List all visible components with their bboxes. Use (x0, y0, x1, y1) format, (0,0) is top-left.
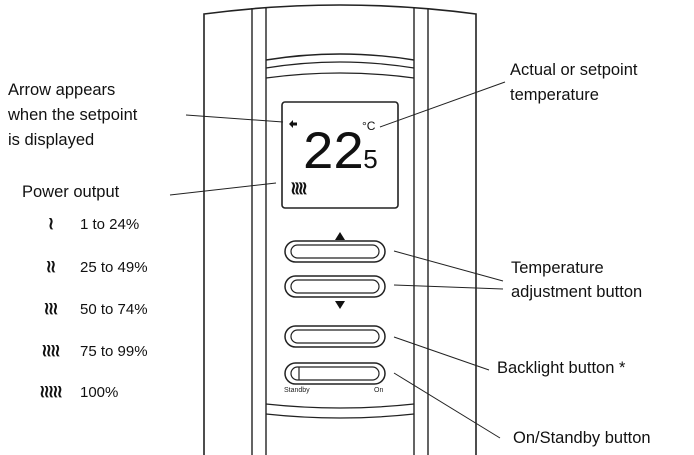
setpoint-arrow-icon (289, 120, 297, 128)
leader-adjust-down (393, 284, 504, 290)
legend-range: 1 to 24% (80, 216, 140, 233)
callout-arrow-line2: when the setpoint (8, 106, 138, 124)
legend-range: 50 to 74% (80, 301, 148, 318)
leader-backlight (393, 336, 490, 371)
lcd-temperature-main: 22 (302, 124, 363, 185)
temperature-up-button[interactable] (284, 240, 386, 263)
power-level-icon: ≀≀≀ (43, 299, 58, 318)
legend-range: 100% (80, 384, 119, 401)
callout-backlight: Backlight button * (497, 359, 626, 377)
leader-onstandby (393, 372, 501, 439)
legend-range: 25 to 49% (80, 259, 148, 276)
callout-adjust-line2: adjustment button (511, 283, 643, 301)
legend-row-2: ≀≀ 25 to 49% (30, 256, 148, 278)
power-level-icon: ≀≀≀≀≀ (39, 382, 63, 401)
leader-adjust-up (393, 250, 504, 282)
thermostat-housing (203, 4, 477, 455)
temperature-down-button[interactable] (284, 275, 386, 298)
power-level-icon: ≀≀ (45, 257, 57, 276)
legend-row-4: ≀≀≀≀ 75 to 99% (30, 340, 148, 362)
power-level-icon: ≀≀≀≀ (41, 341, 61, 360)
up-arrow-icon (335, 232, 345, 240)
power-level-icon: ≀ (47, 214, 54, 233)
lcd-temperature-decimal: .5 (356, 144, 378, 174)
lcd-unit: °C (362, 119, 376, 133)
callout-adjust-line1: Temperature (511, 259, 604, 277)
legend-row-3: ≀≀≀ 50 to 74% (30, 298, 148, 320)
switch-on-label: On (374, 387, 383, 394)
leader-arrow (185, 114, 284, 123)
leader-temperature (379, 81, 506, 128)
on-standby-switch[interactable] (284, 362, 386, 385)
callout-arrow-line3: is displayed (8, 131, 95, 149)
legend-row-1: ≀ 1 to 24% (30, 213, 139, 235)
callout-arrow-line1: Arrow appears (8, 81, 116, 99)
legend-row-5: ≀≀≀≀≀ 100% (30, 381, 118, 403)
switch-standby-label: Standby (284, 387, 310, 394)
lcd-power-indicator: ≀≀≀≀ (290, 178, 307, 198)
callout-power-output: Power output (22, 183, 120, 201)
callout-temp-line2: temperature (510, 86, 599, 104)
down-arrow-icon (335, 301, 345, 309)
leader-power (169, 182, 277, 196)
callout-onstandby: On/Standby button (513, 429, 651, 447)
lcd-screen (281, 101, 399, 209)
legend-range: 75 to 99% (80, 343, 148, 360)
callout-temp-line1: Actual or setpoint (510, 61, 638, 79)
backlight-button[interactable] (284, 325, 386, 348)
